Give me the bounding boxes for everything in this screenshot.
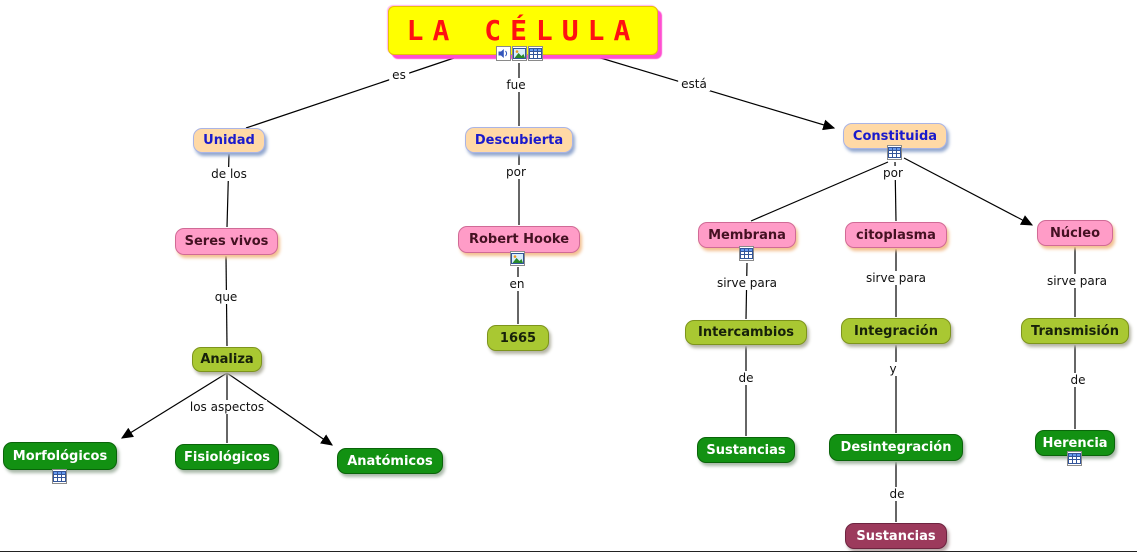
image-icon[interactable] [512,46,527,61]
speaker-glyph [498,49,508,58]
node-fisiologicos[interactable]: Fisiológicos [175,444,279,470]
edge-label-fue: fue [503,78,529,92]
image-glyph [511,253,524,264]
node-desintegracion[interactable]: Desintegración [829,434,963,461]
table-icon[interactable] [887,145,902,160]
node-transmision[interactable]: Transmisión [1021,318,1129,344]
edge-label-por-1: por [503,165,529,179]
table-icon[interactable] [528,46,543,61]
edge-constituida-nucleo [903,157,1034,226]
edge-title-constituida [593,55,836,131]
node-seres-vivos[interactable]: Seres vivos [175,228,278,255]
node-1665[interactable]: 1665 [487,325,549,351]
edge-label-que: que [211,290,241,304]
node-descubierta[interactable]: Descubierta [465,127,573,153]
table-glyph [53,471,66,482]
node-intercambios[interactable]: Intercambios [685,320,807,345]
title-resource-icons [496,46,543,61]
edge-label-y: y [886,362,900,376]
table-glyph [740,248,753,259]
table-icon[interactable] [52,469,67,484]
table-icon[interactable] [1067,451,1082,466]
node-membrana[interactable]: Membrana [698,222,796,248]
edge-unidad-seres [226,153,230,228]
node-morfologicos[interactable]: Morfológicos [3,442,117,470]
node-sustancias-2[interactable]: Sustancias [845,523,947,549]
edge-label-los-aspectos: los aspectos [186,400,268,414]
image-glyph [513,48,526,59]
edge-title-unidad [245,57,455,129]
table-glyph [529,48,542,59]
edge-label-por-2: por [880,166,906,180]
node-la-celula[interactable]: LA CÉLULA [388,6,658,55]
edge-label-esta: está [678,77,710,91]
node-sustancias-1[interactable]: Sustancias [697,437,795,463]
edge-label-es: es [389,68,409,82]
node-analiza[interactable]: Analiza [192,347,262,372]
node-nucleo[interactable]: Núcleo [1037,220,1113,246]
edge-label-de-1: de [735,371,757,385]
edge-label-de-3: de [886,487,908,501]
edge-label-sirve-para-3: sirve para [1043,274,1111,288]
image-icon[interactable] [510,251,525,266]
edge-label-de-2: de [1067,373,1089,387]
node-robert-hooke[interactable]: Robert Hooke [458,226,580,253]
edge-label-en: en [506,277,528,291]
edge-label-sirve-para-1: sirve para [713,276,781,290]
node-unidad[interactable]: Unidad [193,128,265,153]
edge-membrana-intercambios [745,262,748,320]
edge-constituida-membrana [750,161,889,222]
edge-label-sirve-para-2: sirve para [862,271,930,285]
node-anatomicos[interactable]: Anatómicos [337,448,443,474]
table-glyph [1068,453,1081,464]
node-citoplasma[interactable]: citoplasma [845,222,947,248]
edge-label-de-los: de los [208,167,250,181]
speaker-icon[interactable] [496,46,511,61]
table-icon[interactable] [739,246,754,261]
table-glyph [888,147,901,158]
node-integracion[interactable]: Integración [841,318,951,344]
